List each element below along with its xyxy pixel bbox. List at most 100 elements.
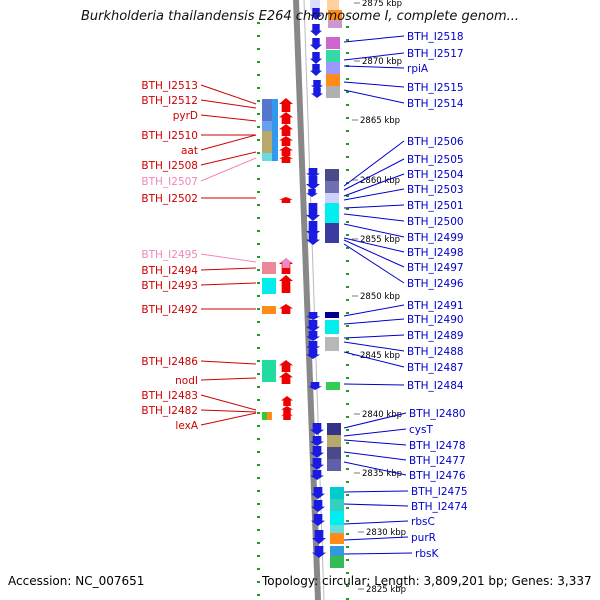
tick-dot [346, 26, 349, 28]
left-gene-label: BTH_I2502 [141, 193, 198, 205]
cog-box [325, 203, 339, 223]
cog-box [326, 37, 340, 49]
right-connector [343, 204, 405, 209]
left-gene-label: BTH_I2482 [141, 405, 198, 417]
cog-box [325, 337, 339, 351]
tick-dot [346, 520, 349, 522]
left-connector [200, 114, 257, 122]
right-gene-label: rbsC [411, 516, 435, 528]
right-connector [343, 35, 405, 43]
cog-box [310, 0, 320, 10]
faded-gene-arrow [280, 258, 292, 268]
tick-dot [257, 282, 260, 284]
right-gene-label: BTH_I2475 [411, 486, 468, 498]
tick-dot [257, 581, 260, 583]
accession-text: Accession: NC_007651 [8, 574, 145, 588]
cog-box [262, 121, 276, 131]
tick-dot [346, 429, 349, 431]
map-title: Burkholderia thailandensis E264 chromoso… [80, 9, 520, 24]
tick-dot [257, 464, 260, 466]
down-gene-arrow [306, 168, 320, 178]
tick-dot [346, 169, 349, 171]
down-gene-arrow [306, 203, 320, 221]
tick-dot [346, 559, 349, 561]
right-connector [343, 140, 405, 187]
right-gene-label: BTH_I2499 [407, 232, 464, 244]
tick-dot [257, 269, 260, 271]
right-connector [343, 158, 405, 191]
cog-box [262, 412, 267, 420]
tick-dot [257, 217, 260, 219]
tick-dot [257, 113, 260, 115]
cog-box [327, 447, 341, 459]
left-gene-label: BTH_I2507 [141, 176, 198, 188]
left-connector [200, 253, 257, 263]
cog-box [272, 99, 278, 161]
cog-box [262, 153, 276, 161]
cog-box [330, 546, 344, 556]
tick-dot [346, 195, 349, 197]
right-gene-label: BTH_I2506 [407, 136, 464, 148]
up-gene-arrow [279, 360, 293, 372]
tick-dot [346, 455, 349, 457]
left-gene-label: BTH_I2510 [141, 130, 198, 142]
tick-dot [346, 117, 349, 119]
down-gene-arrow [311, 487, 325, 499]
tick-dot [346, 130, 349, 132]
down-gene-arrow [306, 189, 318, 197]
cog-box [325, 193, 339, 203]
left-connector [200, 412, 257, 426]
down-gene-arrow [312, 530, 326, 544]
tick-dot [346, 364, 349, 366]
down-gene-arrow [306, 341, 320, 351]
tick-dot [346, 403, 349, 405]
scale-label: 2840 kbp [362, 410, 402, 420]
scale-label: 2830 kbp [366, 528, 406, 538]
right-gene-label: BTH_I2489 [407, 330, 464, 342]
tick-dots [257, 22, 349, 600]
left-connector [200, 409, 257, 413]
tick-dot [346, 234, 349, 236]
down-gene-arrow [306, 233, 320, 245]
down-gene-arrow [311, 80, 323, 90]
tick-dot [257, 61, 260, 63]
tick-dot [346, 533, 349, 535]
scale-label: 2825 kbp [366, 585, 406, 595]
tick-dot [346, 299, 349, 301]
tick-dot [346, 468, 349, 470]
cog-box [330, 487, 344, 499]
tick-dot [346, 143, 349, 145]
right-connector [343, 341, 405, 352]
gene-labels: BTH_I2513BTH_I2512pyrDBTH_I2510aatBTH_I2… [141, 31, 467, 560]
cog-box [330, 511, 344, 525]
cog-box [262, 278, 276, 294]
down-gene-arrow [311, 514, 325, 526]
cog-box [327, 423, 341, 435]
up-gene-arrow [279, 146, 293, 156]
scale-label: 2850 kbp [360, 292, 400, 302]
left-gene-label: BTH_I2495 [141, 249, 198, 261]
scale-label: 2860 kbp [360, 176, 400, 186]
up-gene-arrow [279, 304, 293, 314]
tick-dot [346, 546, 349, 548]
tick-dot [257, 152, 260, 154]
right-connector [343, 318, 405, 325]
tick-dot [346, 104, 349, 106]
cog-box [326, 50, 340, 62]
down-gene-arrow [306, 176, 320, 190]
tick-dot [346, 156, 349, 158]
tick-dot [257, 412, 260, 414]
tick-dot [346, 507, 349, 509]
right-gene-label: BTH_I2477 [409, 455, 466, 467]
right-connector [343, 520, 409, 525]
tick-dot [257, 373, 260, 375]
right-gene-label: BTH_I2518 [407, 31, 464, 43]
right-connector [343, 536, 409, 541]
tick-dot [257, 568, 260, 570]
right-connector [343, 428, 407, 437]
tick-dot [257, 386, 260, 388]
left-connector [200, 360, 257, 365]
right-gene-label: BTH_I2497 [407, 262, 464, 274]
cog-box [325, 181, 339, 193]
up-gene-arrow [279, 124, 293, 136]
